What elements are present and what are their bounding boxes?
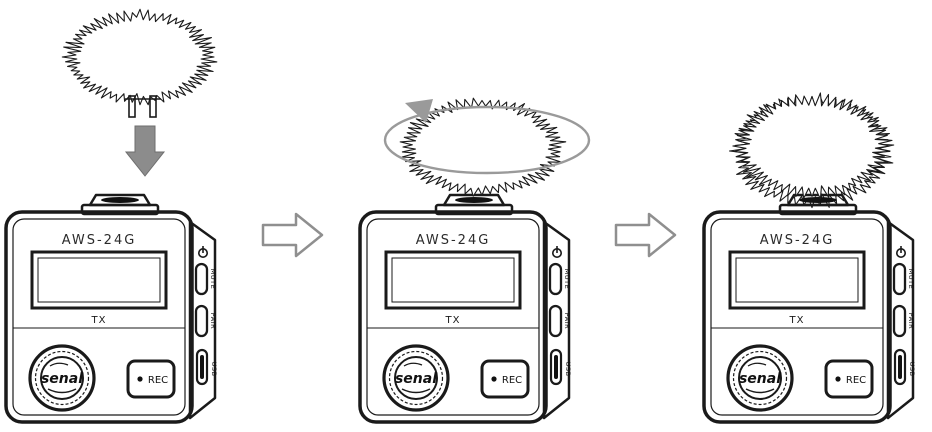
rotate-arrow-icon — [383, 99, 591, 175]
down-arrow-icon — [124, 125, 166, 177]
transmitter-device-step1 — [4, 193, 220, 424]
transmitter-device-step2 — [358, 193, 574, 424]
windscreen-fuzz-step1 — [61, 8, 218, 106]
step-3 — [702, 92, 918, 424]
windscreen-fuzz-step3-overlap — [732, 92, 893, 200]
transmitter-device-step3 — [702, 193, 918, 424]
step-1 — [4, 8, 220, 424]
right-arrow-icon-1 — [261, 212, 324, 258]
step-2 — [358, 97, 591, 424]
right-arrow-icon-2 — [614, 212, 677, 258]
windscreen-mount-prongs — [125, 95, 161, 118]
